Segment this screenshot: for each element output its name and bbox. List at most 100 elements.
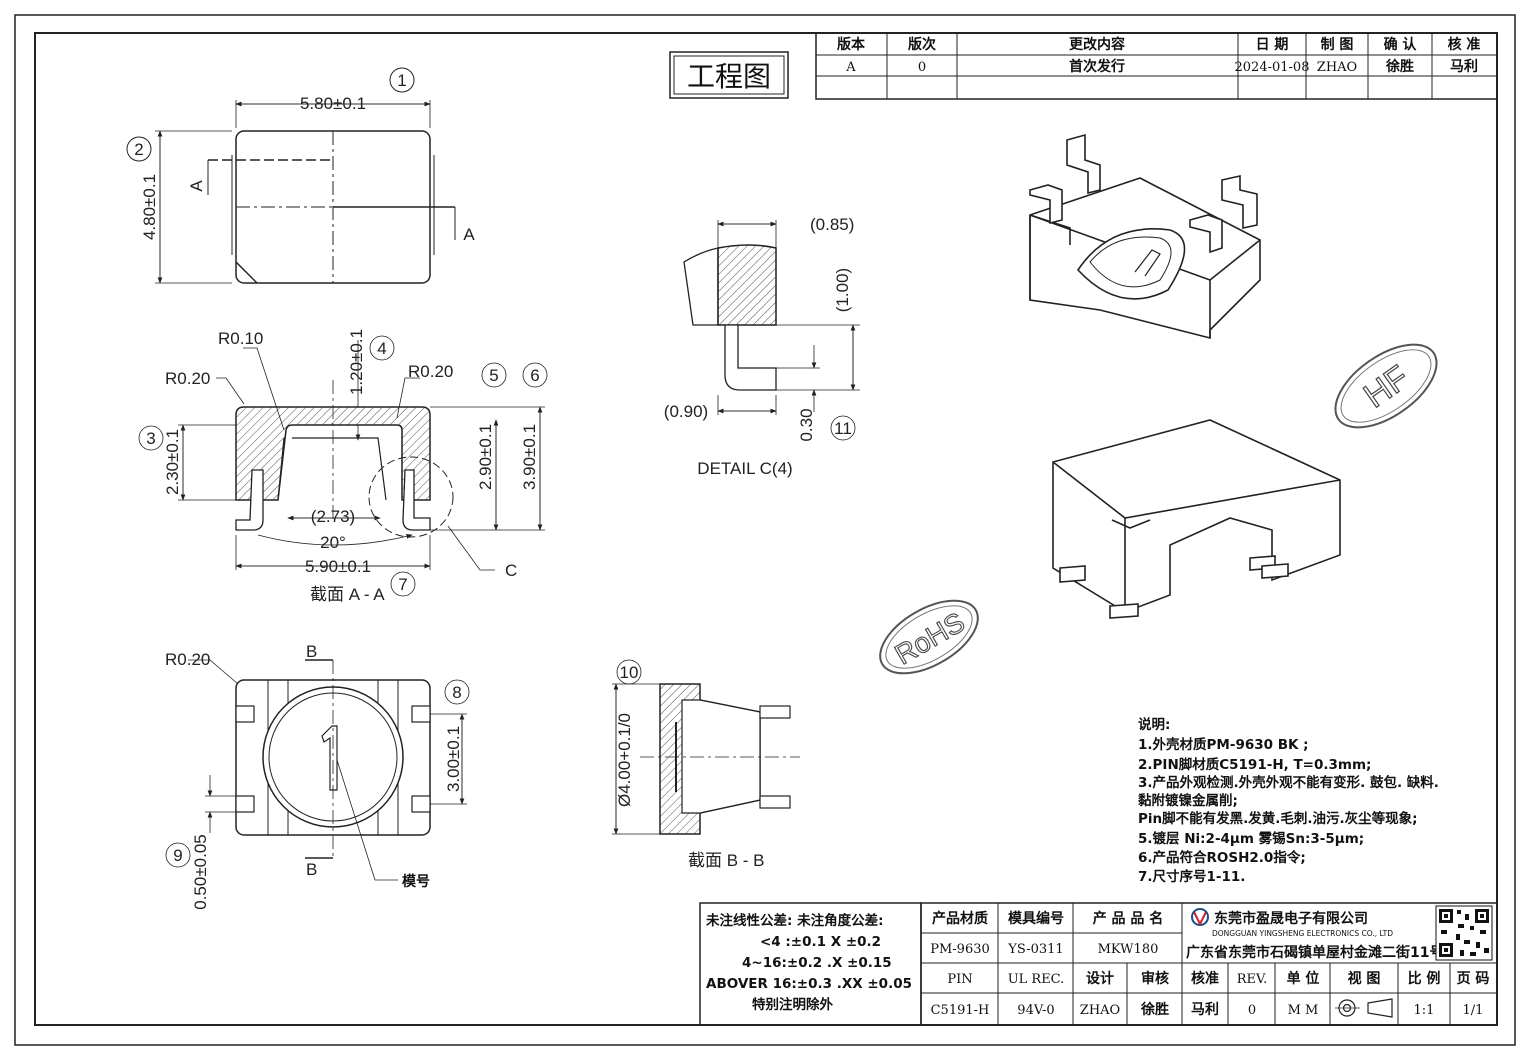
svg-text:5.镀层 Ni:2-4μm 雾锡Sn:3-5μm;: 5.镀层 Ni:2-4μm 雾锡Sn:3-5μm; [1138, 830, 1364, 847]
svg-text:产 品 品 名: 产 品 品 名 [1093, 910, 1164, 927]
balloon-4: 4 [377, 339, 386, 358]
svg-text:马利: 马利 [1191, 1001, 1219, 1018]
dim-273: (2.73) [311, 507, 355, 526]
r020-left-label: R0.20 [165, 369, 210, 388]
outer-frame [14, 14, 1516, 1046]
svg-text:YS-0311: YS-0311 [1007, 942, 1063, 957]
dim-085: (0.85) [810, 215, 854, 234]
svg-text:PIN: PIN [947, 972, 972, 987]
svg-text:0: 0 [1248, 1003, 1256, 1018]
svg-text:模具编号: 模具编号 [1008, 910, 1064, 927]
svg-text:94V-0: 94V-0 [1017, 1003, 1054, 1018]
iso-view-bottom [1052, 419, 1341, 619]
svg-text:说明:: 说明: [1138, 716, 1170, 733]
iso-view-top [1029, 133, 1261, 340]
svg-text:设计: 设计 [1086, 970, 1114, 987]
svg-text:东莞市盈晟电子有限公司: 东莞市盈晟电子有限公司 [1214, 910, 1368, 927]
svg-text:产品材质: 产品材质 [932, 910, 988, 927]
svg-text:6.产品符合ROSH2.0指令;: 6.产品符合ROSH2.0指令; [1138, 849, 1306, 866]
company-logo [1191, 908, 1209, 927]
dim-090: (0.90) [664, 402, 708, 421]
detail-c-view: (0.85) (1.00) (0.90) 0.30 11 DETAIL C(4) [664, 215, 860, 478]
svg-text:核准: 核准 [1191, 970, 1219, 987]
bottom-r020: R0.20 [165, 650, 210, 669]
section-bb-label: 截面 B - B [688, 851, 765, 870]
balloon-2: 2 [134, 140, 143, 159]
balloon-9: 9 [173, 846, 182, 865]
svg-text:Pin脚不能有发黑.发黄.毛刺.油污.灰尘等现象;: Pin脚不能有发黑.发黄.毛刺.油污.灰尘等现象; [1138, 810, 1418, 827]
section-mark-a-left: A [187, 180, 206, 192]
svg-text:REV.: REV. [1237, 972, 1268, 987]
balloon-7: 7 [398, 575, 407, 594]
svg-text:1/1: 1/1 [1463, 1003, 1484, 1018]
detail-c-mark: C [505, 561, 517, 580]
rev-header-change: 更改内容 [1069, 36, 1125, 53]
rohs-stamp: RoHS [879, 599, 979, 675]
svg-text:工程图: 工程图 [687, 60, 771, 93]
detail-c-label: DETAIL C(4) [697, 459, 792, 478]
balloon-1: 1 [397, 71, 406, 90]
balloon-10: 10 [620, 663, 639, 682]
section-bb-view: Ø4.00+0.1/0 10 截面 B - B [612, 659, 800, 870]
dim-400: Ø4.00+0.1/0 [615, 713, 634, 807]
top-view [126, 67, 456, 284]
rev-header-drawn: 制 图 [1321, 36, 1354, 53]
svg-text:PM-9630: PM-9630 [930, 942, 990, 957]
top-height-dim: 4.80±0.1 [140, 174, 159, 240]
svg-text:1.外壳材质PM-9630 BK ;: 1.外壳材质PM-9630 BK ; [1138, 736, 1309, 753]
svg-text:DONGGUAN YINGSHENG ELECTRONICS: DONGGUAN YINGSHENG ELECTRONICS CO., LTD [1212, 929, 1393, 938]
rev-edition: 0 [918, 60, 926, 75]
rev-version: A [845, 60, 856, 75]
section-mark-b-bottom: B [306, 860, 317, 879]
svg-text:ZHAO: ZHAO [1080, 1003, 1120, 1018]
r010-label: R0.10 [218, 329, 263, 348]
svg-text:黏附镀镍金属削;: 黏附镀镍金属削; [1138, 792, 1238, 809]
svg-text:特别注明除外: 特别注明除外 [752, 996, 833, 1013]
section-aa-view: R0.10 R0.20 R0.20 1.20±0.1 2.30±0.1 2.90… [138, 329, 548, 604]
svg-text:4~16:±0.2 .X ±0.15: 4~16:±0.2 .X ±0.15 [742, 955, 892, 971]
svg-text:比 例: 比 例 [1408, 970, 1441, 987]
rev-header-confirm: 确 认 [1384, 36, 1418, 53]
svg-text:2.PIN脚材质C5191-H, T=0.3mm;: 2.PIN脚材质C5191-H, T=0.3mm; [1138, 756, 1371, 773]
svg-text:7.尺寸序号1-11.: 7.尺寸序号1-11. [1138, 868, 1245, 885]
dim-590: 5.90±0.1 [305, 557, 371, 576]
svg-text:UL REC.: UL REC. [1008, 972, 1065, 987]
dim-angle: 20° [320, 533, 346, 552]
svg-text:M M: M M [1288, 1003, 1319, 1018]
svg-text:未注线性公差: 未注角度公差:: 未注线性公差: 未注角度公差: [706, 912, 884, 929]
svg-text:MKW180: MKW180 [1098, 942, 1159, 957]
balloon-8: 8 [452, 683, 461, 702]
dim-100: (1.00) [833, 268, 852, 312]
svg-text:C5191-H: C5191-H [931, 1003, 990, 1018]
rev-header-version: 版本 [837, 36, 866, 53]
rev-change: 首次发行 [1069, 58, 1125, 75]
engineering-drawing-stamp: 工程图 [669, 51, 789, 99]
qr-code [1435, 905, 1493, 961]
rev-approve: 马利 [1450, 58, 1478, 75]
balloon-5: 5 [489, 366, 498, 385]
section-mark-a-right: A [463, 225, 475, 244]
dim-230: 2.30±0.1 [163, 429, 182, 495]
svg-text:RoHS: RoHS [890, 606, 970, 670]
rev-confirm: 徐胜 [1385, 58, 1414, 75]
svg-text:1:1: 1:1 [1414, 1003, 1435, 1018]
svg-text:视 图: 视 图 [1348, 970, 1381, 987]
balloon-11: 11 [834, 419, 852, 438]
balloon-3: 3 [146, 429, 155, 448]
svg-text:ABOVER 16:±0.3 .XX ±0.05: ABOVER 16:±0.3 .XX ±0.05 [706, 976, 912, 992]
projection-symbol [1335, 998, 1393, 1018]
section-mark-b-top: B [306, 642, 317, 661]
balloon-6: 6 [530, 366, 539, 385]
rev-header-edition: 版次 [908, 36, 936, 53]
rev-drawn: ZHAO [1317, 60, 1357, 75]
dim-290: 2.90±0.1 [476, 424, 495, 490]
dim-120: 1.20±0.1 [347, 329, 366, 395]
cavity-label: 模号 [402, 873, 430, 890]
rev-header-approve: 核 准 [1448, 36, 1481, 53]
tolerance-block: 未注线性公差: 未注角度公差: <4 :±0.1 X ±0.2 4~16:±0.… [699, 902, 922, 1026]
svg-text:徐胜: 徐胜 [1140, 1001, 1169, 1018]
bottom-view: R0.20 B B 3.00±0.1 0.50±0.05 8 9 模号 [165, 642, 470, 910]
svg-text:页 码: 页 码 [1457, 971, 1490, 987]
rev-header-date: 日 期 [1256, 37, 1289, 53]
